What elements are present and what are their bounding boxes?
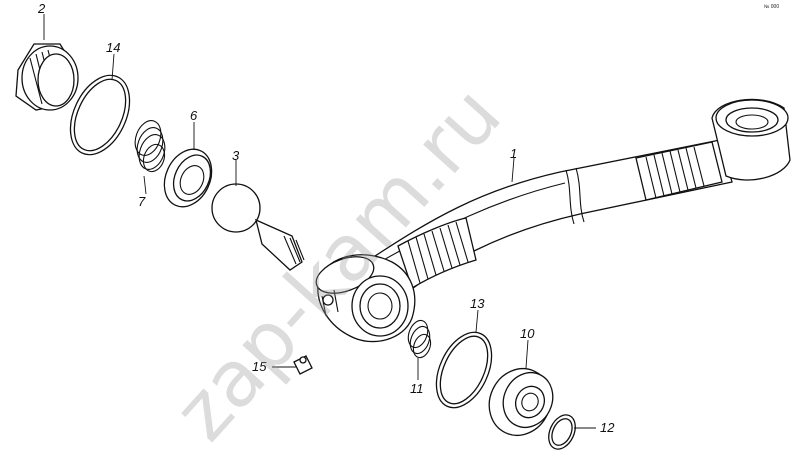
rod-left-socket	[315, 254, 416, 343]
part-2-nut	[15, 43, 79, 111]
rod-right-eye	[711, 98, 791, 181]
part-13-ring	[435, 331, 493, 409]
callouts: 2 14 6 3 7 1 13 10 15 11 12	[37, 1, 615, 435]
part-3-ball-pin	[211, 183, 305, 271]
rod-thread-right	[635, 141, 723, 201]
leader-lines	[43, 14, 596, 429]
corner-code: № 000	[764, 4, 779, 10]
part-10-cap	[488, 368, 554, 436]
callout-11: 11	[410, 381, 424, 396]
part-1-rod	[315, 98, 791, 343]
callout-2: 2	[37, 1, 46, 16]
callout-10: 10	[520, 326, 535, 341]
callout-6: 6	[190, 108, 198, 123]
part-11-spring	[407, 319, 432, 359]
rod-thread-left	[397, 217, 477, 289]
part-15-nipple	[293, 355, 313, 375]
part-6-insert	[163, 148, 213, 208]
callout-13: 13	[470, 296, 485, 311]
part-14-ring	[69, 74, 131, 156]
part-7-spring	[134, 120, 166, 173]
callout-7: 7	[138, 194, 146, 209]
part-12-ring	[548, 414, 576, 450]
callout-12: 12	[600, 420, 615, 435]
callout-15: 15	[252, 359, 267, 374]
callout-14: 14	[106, 40, 120, 55]
callout-3: 3	[232, 148, 240, 163]
callout-1: 1	[510, 146, 517, 161]
